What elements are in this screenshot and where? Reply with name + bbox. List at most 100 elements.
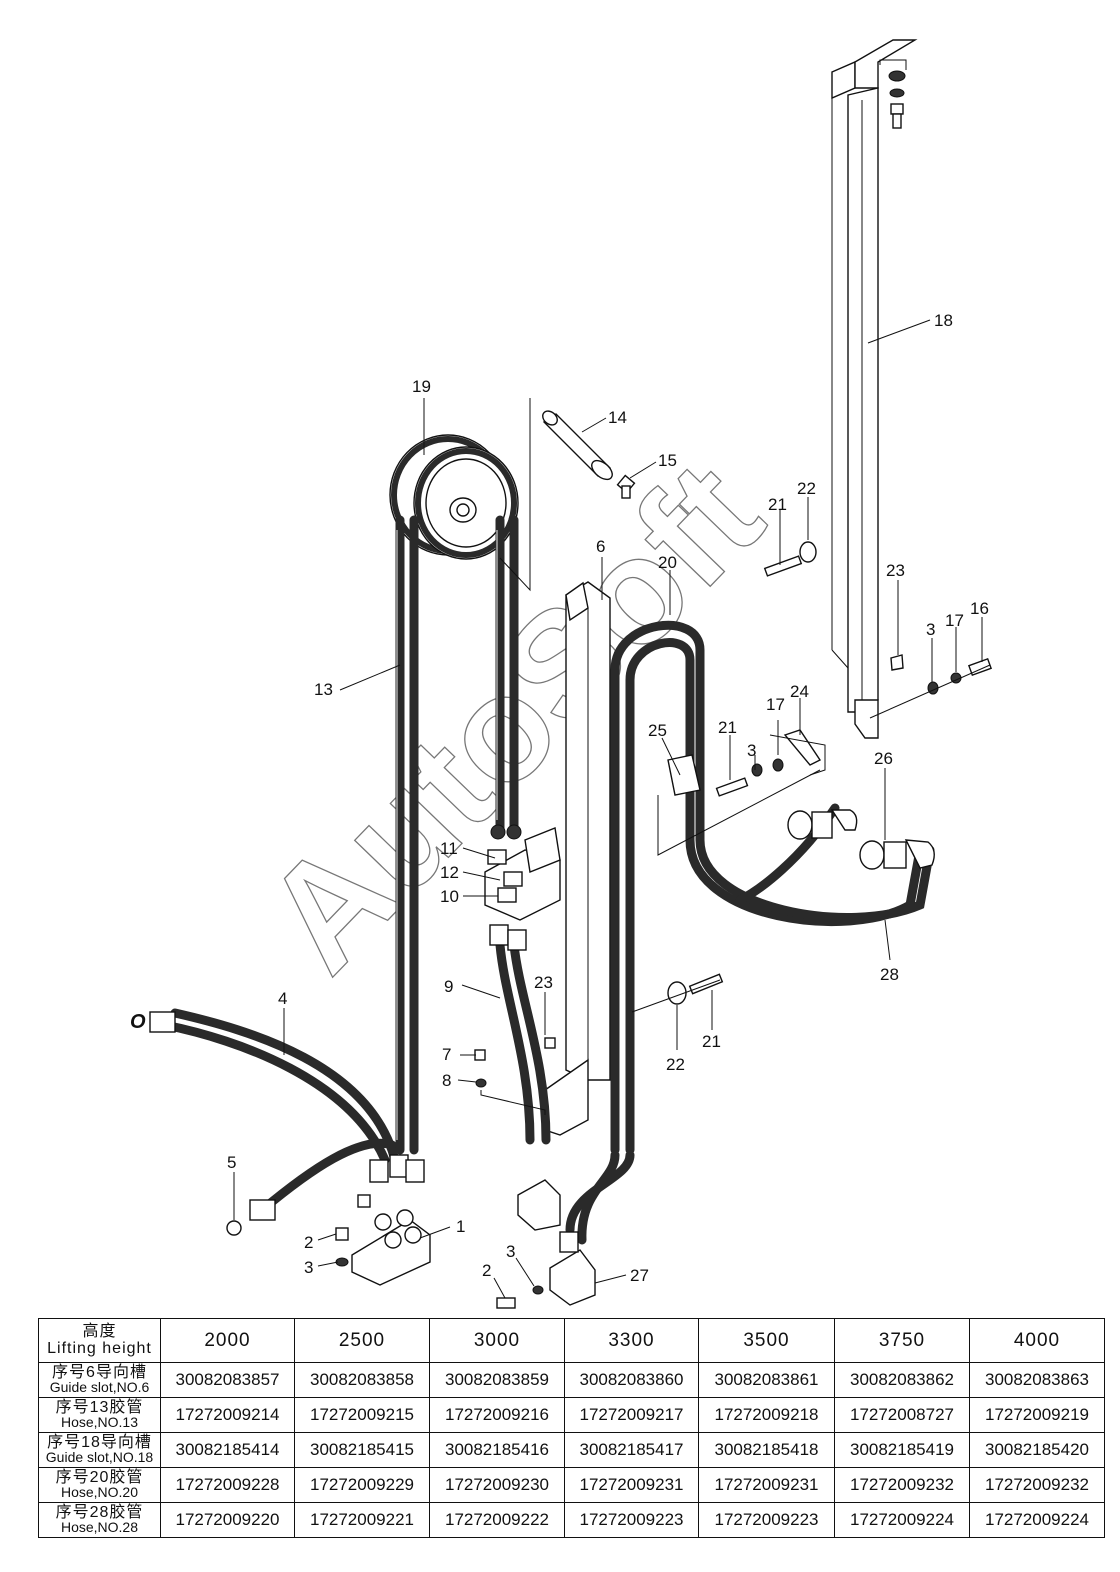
part-number-cell: 30082083863 (969, 1362, 1105, 1398)
part-number-cell: 17272009218 (698, 1397, 835, 1433)
callout-5: 5 (227, 1153, 236, 1172)
callout-25: 25 (648, 721, 667, 740)
part-number-cell: 30082185420 (969, 1432, 1105, 1468)
callout-15: 15 (658, 451, 677, 470)
part-number-cell: 30082083862 (834, 1362, 970, 1398)
callout-14: 14 (608, 408, 627, 427)
height-col: 2500 (294, 1318, 430, 1363)
callout-27: 27 (630, 1266, 649, 1285)
callout-17-mid: 17 (766, 695, 785, 714)
callout-18: 18 (934, 311, 953, 330)
callout-2-left: 2 (304, 1233, 313, 1252)
callout-12: 12 (440, 863, 459, 882)
hose-9 (489, 924, 551, 1145)
guide-slot-6 (544, 581, 611, 1136)
callout-28: 28 (880, 965, 899, 984)
callout-3-right: 3 (926, 620, 935, 639)
callout-26: 26 (874, 749, 893, 768)
hardware (226, 541, 993, 1309)
height-col: 4000 (969, 1318, 1105, 1363)
lifting-height-table: 高度 Lifting height 2000 2500 3000 3300 35… (38, 1318, 1105, 1538)
part-number-cell: 17272009224 (834, 1502, 970, 1538)
part-number-cell: 17272009222 (429, 1502, 565, 1538)
hose-4 (149, 1008, 400, 1221)
part-number-cell: 17272009219 (969, 1397, 1105, 1433)
callout-20: 20 (658, 553, 677, 572)
pin-14 (499, 398, 613, 592)
part-number-cell: 30082083858 (294, 1362, 430, 1398)
callout-16: 16 (970, 599, 989, 618)
o-ring-mark: O (130, 1011, 146, 1033)
height-col: 3300 (564, 1318, 699, 1363)
part-number-cell: 30082185418 (698, 1432, 835, 1468)
part-number-cell: 17272009220 (160, 1502, 295, 1538)
part-number-cell: 17272009231 (564, 1467, 699, 1503)
part-number-cell: 17272009224 (969, 1502, 1105, 1538)
bolt-15 (616, 474, 636, 499)
part-number-cell: 30082185416 (429, 1432, 565, 1468)
part-number-cell: 17272009221 (294, 1502, 430, 1538)
callout-3-bottom: 3 (506, 1242, 515, 1261)
table-header-row: 高度 Lifting height 2000 2500 3000 3300 35… (38, 1318, 1105, 1363)
part-number-cell: 17272009215 (294, 1397, 430, 1433)
callout-21-top: 21 (768, 495, 787, 514)
callout-22-bottom: 22 (666, 1055, 685, 1074)
height-col: 3750 (834, 1318, 970, 1363)
lifting-height-label: 高度 Lifting height (38, 1318, 161, 1363)
callout-labels: 19 14 15 6 20 18 13 21 22 23 3 17 16 3 1… (130, 311, 989, 1285)
callout-23-mid: 23 (534, 973, 553, 992)
pulley-19 (389, 434, 519, 560)
height-col: 2000 (160, 1318, 295, 1363)
part-number-cell: 17272009223 (564, 1502, 699, 1538)
guide-slot-18 (831, 39, 918, 739)
part-number-cell: 30082083859 (429, 1362, 565, 1398)
callout-23-top: 23 (886, 561, 905, 580)
hose-20 (565, 620, 705, 1245)
callout-21-mid: 21 (718, 718, 737, 737)
part-number-cell: 30082185419 (834, 1432, 970, 1468)
callout-19: 19 (412, 377, 431, 396)
height-col: 3000 (429, 1318, 565, 1363)
callout-4: 4 (278, 989, 287, 1008)
part-number-cell: 30082083860 (564, 1362, 699, 1398)
hose-13 (395, 515, 519, 1155)
bracket-24 (769, 729, 826, 776)
callout-22-top: 22 (797, 479, 816, 498)
leader-lines (233, 319, 983, 1299)
part-number-cell: 17272009223 (698, 1502, 835, 1538)
part-number-cell: 30082185415 (294, 1432, 430, 1468)
part-number-cell: 17272009214 (160, 1397, 295, 1433)
part-number-cell: 17272009228 (160, 1467, 295, 1503)
fitting-26 (787, 809, 935, 870)
callout-8: 8 (442, 1071, 451, 1090)
callout-1: 1 (456, 1217, 465, 1236)
part-number-cell: 17272009217 (564, 1397, 699, 1433)
part-number-cell: 30082083857 (160, 1362, 295, 1398)
callout-7: 7 (442, 1045, 451, 1064)
part-number-cell: 17272008727 (834, 1397, 970, 1433)
callout-17-right: 17 (945, 611, 964, 630)
part-number-cell: 30082185417 (564, 1432, 699, 1468)
callout-3-mid: 3 (747, 741, 756, 760)
top-bolt-set (879, 59, 907, 129)
part-number-cell: 17272009216 (429, 1397, 565, 1433)
callout-11: 11 (440, 839, 458, 858)
callout-10: 10 (440, 887, 459, 906)
block-27 (517, 1179, 596, 1306)
callout-21-bottom: 21 (702, 1032, 721, 1051)
callout-9: 9 (444, 977, 453, 996)
block-1 (351, 1154, 431, 1286)
callout-13: 13 (314, 680, 333, 699)
part-number-cell: 17272009232 (834, 1467, 970, 1503)
part-number-cell: 30082185414 (160, 1432, 295, 1468)
part-number-cell: 17272009231 (698, 1467, 835, 1503)
